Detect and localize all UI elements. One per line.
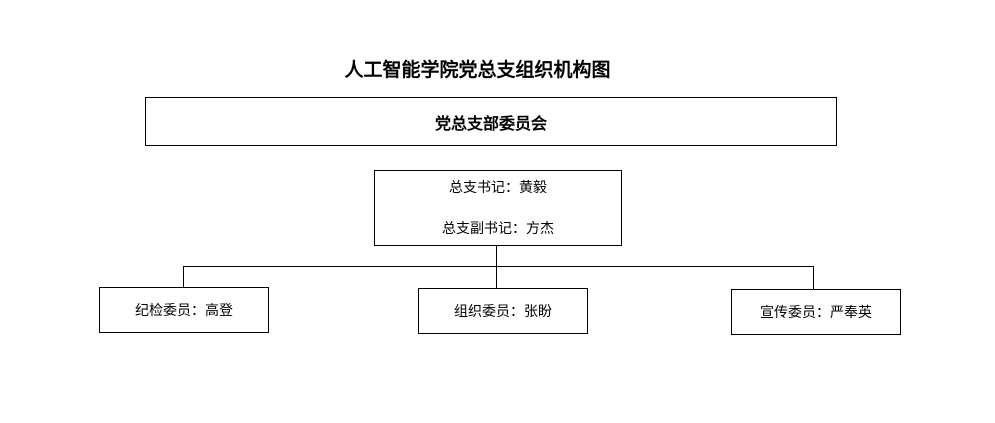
publicity-member-label: 宣传委员：严奉英: [760, 305, 872, 321]
discipline-member-label: 纪检委员：高登: [135, 303, 233, 319]
organization-member-box: 组织委员：张盼: [418, 288, 588, 334]
committee-label: 党总支部委员会: [434, 113, 547, 133]
discipline-member-box: 纪检委员：高登: [99, 287, 269, 333]
publicity-member-box: 宣传委员：严奉英: [731, 289, 901, 335]
secretaries-box: 总支书记：黄毅 总支副书记：方杰: [374, 170, 622, 246]
organization-member-label: 组织委员：张盼: [454, 304, 552, 320]
secretary-label: 总支书记：黄毅: [449, 179, 547, 196]
chart-title: 人工智能学院党总支组织机构图: [344, 59, 611, 81]
deputy-secretary-label: 总支副书记：方杰: [442, 220, 554, 237]
committee-box: 党总支部委员会: [145, 97, 837, 146]
